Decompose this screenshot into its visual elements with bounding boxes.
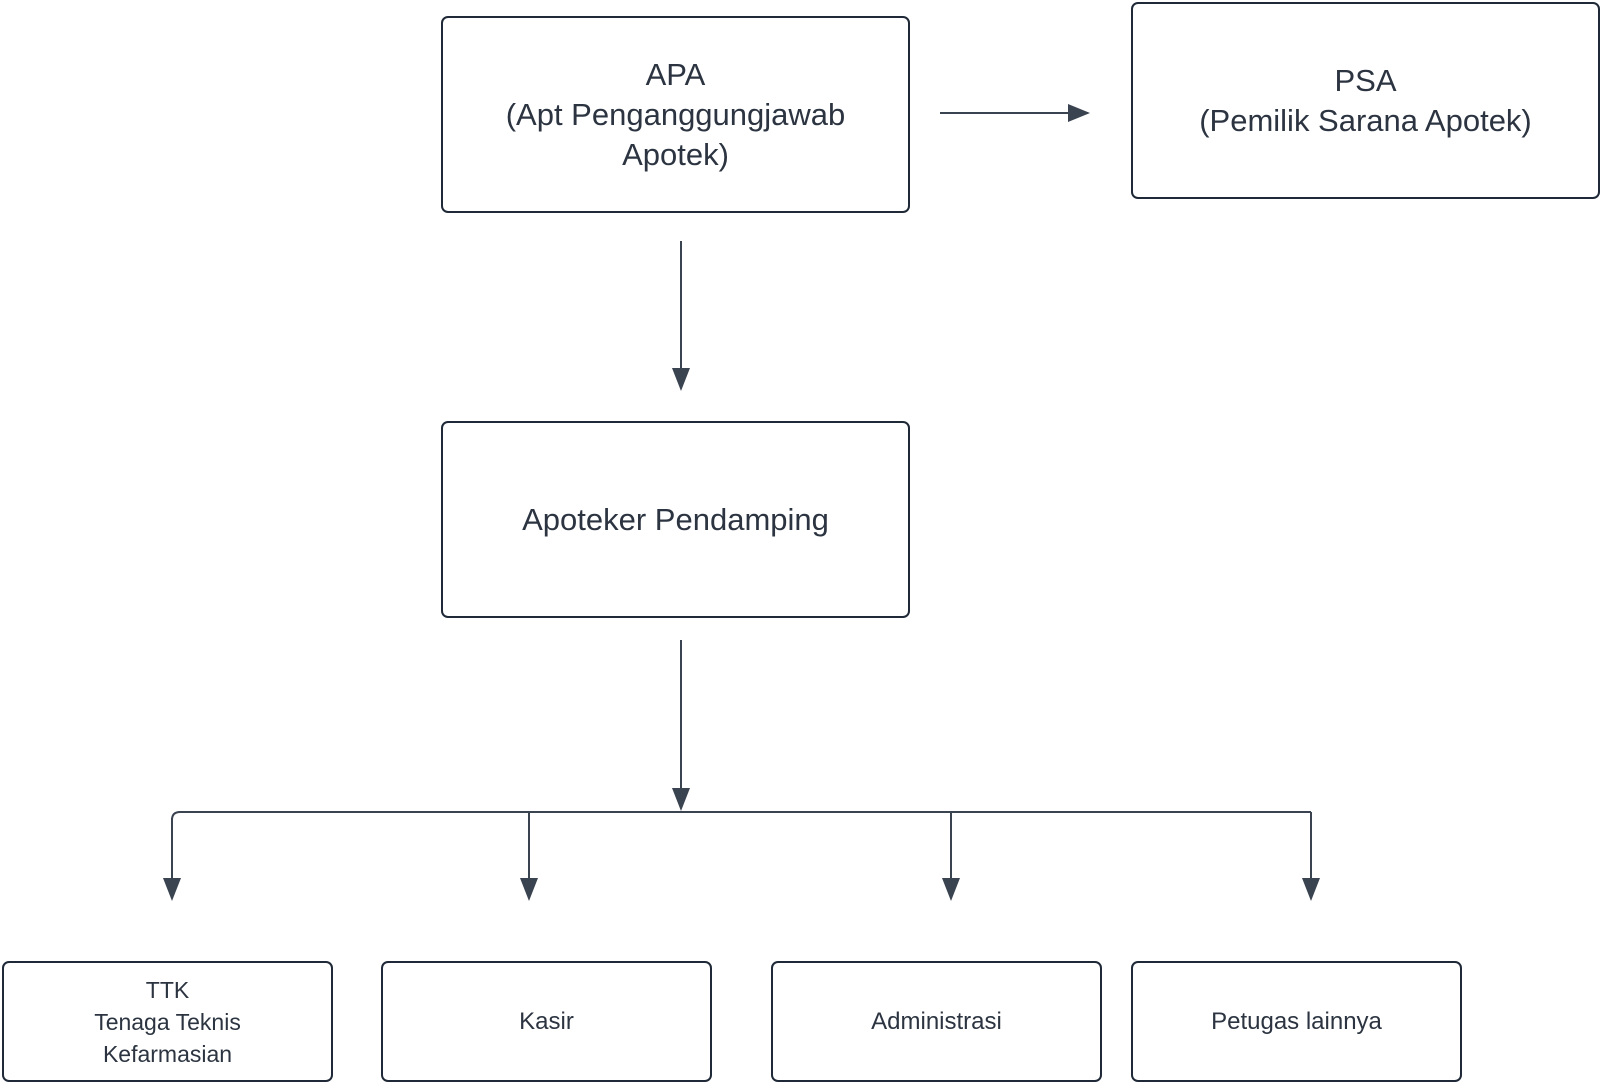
edge-apa-to-psa <box>940 104 1090 122</box>
node-administrasi-label: Administrasi <box>871 1007 1002 1035</box>
node-administrasi: Administrasi <box>771 961 1102 1082</box>
node-apa-title: APA <box>645 56 706 92</box>
edge-pendamping-to-admin <box>942 812 960 901</box>
node-psa-title: PSA <box>1334 62 1397 98</box>
edge-bus <box>171 811 1311 821</box>
node-ttk: TTK Tenaga Teknis Kefarmasian <box>2 961 333 1082</box>
node-petugas-lainnya: Petugas lainnya <box>1131 961 1462 1082</box>
edge-apa-to-pendamping <box>672 241 690 391</box>
node-apoteker-pendamping-label: Apoteker Pendamping <box>522 501 829 537</box>
edge-pendamping-to-ttk <box>163 818 181 901</box>
node-ttk-title: TTK <box>145 976 190 1003</box>
node-ttk-subtitle-line1: Tenaga Teknis <box>94 1008 241 1035</box>
node-apa-subtitle-line2: Apotek) <box>622 136 729 172</box>
edge-pendamping-to-kasir <box>520 812 538 901</box>
edge-pendamping-trunk <box>672 640 690 811</box>
node-psa-subtitle: (Pemilik Sarana Apotek) <box>1199 102 1532 138</box>
node-ttk-subtitle-line2: Kefarmasian <box>102 1040 233 1067</box>
node-psa: PSA (Pemilik Sarana Apotek) <box>1131 2 1600 199</box>
node-kasir-label: Kasir <box>519 1007 574 1035</box>
node-petugas-lainnya-label: Petugas lainnya <box>1211 1007 1382 1035</box>
node-apa-subtitle-line1: (Apt Penganggungjawab <box>505 96 846 132</box>
edge-pendamping-to-petugas <box>1302 812 1320 901</box>
node-apa: APA (Apt Penganggungjawab Apotek) <box>441 16 910 213</box>
node-kasir: Kasir <box>381 961 712 1082</box>
node-apoteker-pendamping: Apoteker Pendamping <box>441 421 910 618</box>
